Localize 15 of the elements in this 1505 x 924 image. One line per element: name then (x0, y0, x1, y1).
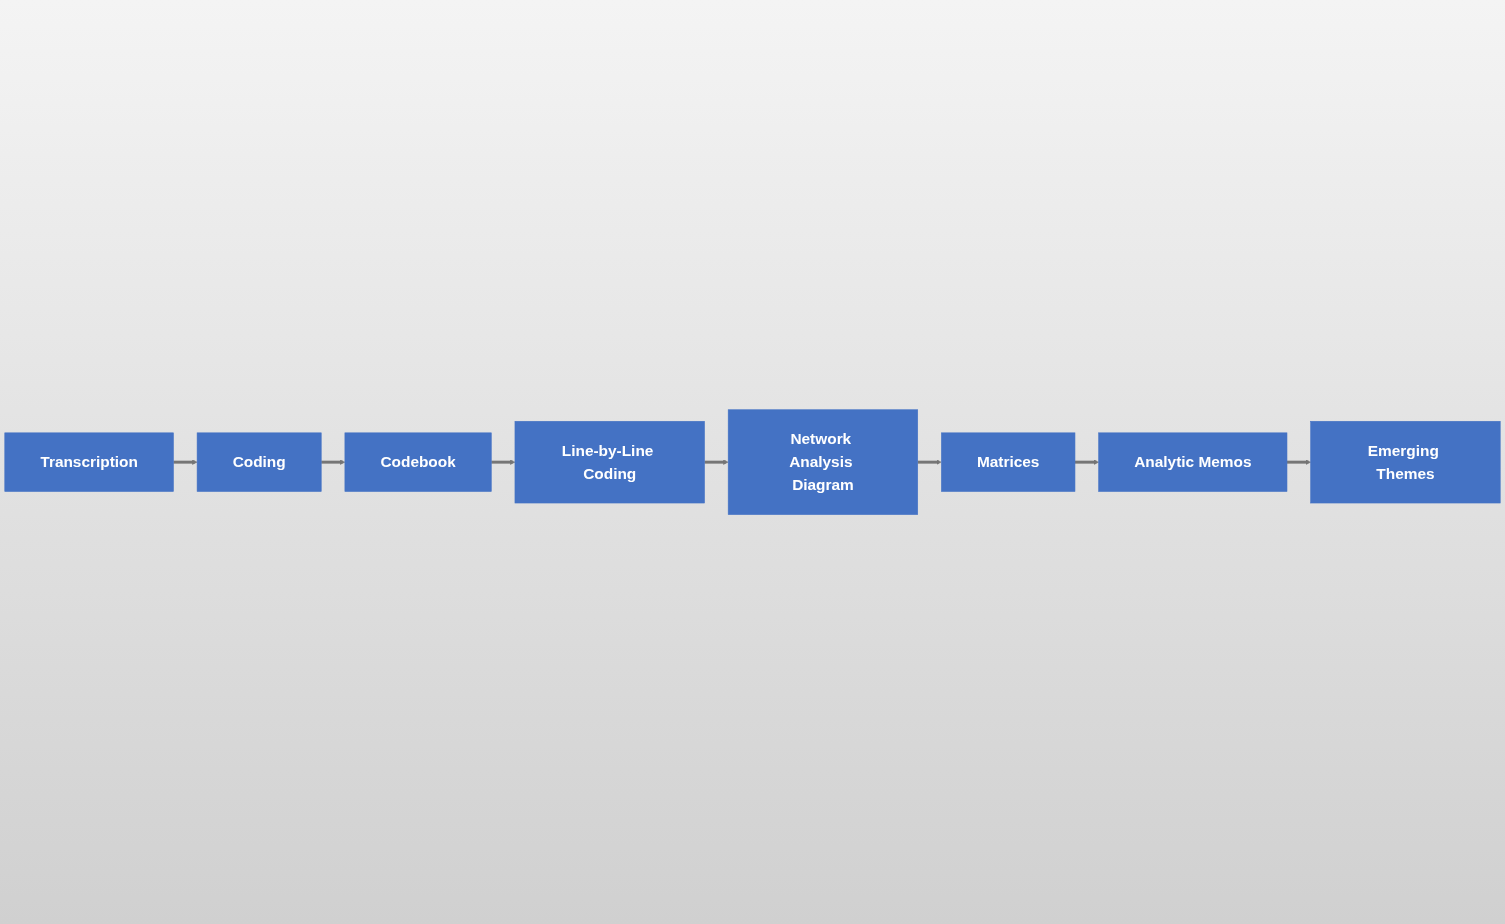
node-box: Coding (196, 432, 322, 492)
node-box: Transcription (4, 432, 174, 492)
node-box: Line-by-Line Coding (514, 420, 705, 504)
arrow (704, 459, 729, 465)
arrow (1287, 459, 1311, 465)
node-box: Network Analysis Diagram (727, 409, 918, 515)
node-box: Emerging Themes (1310, 420, 1501, 504)
arrow (321, 459, 346, 465)
arrow (917, 459, 942, 465)
node-box: Matrices (941, 432, 1076, 492)
arrow (491, 459, 516, 465)
node-box: Analytic Memos (1098, 432, 1288, 492)
arrow (1074, 459, 1099, 465)
node-box: Codebook (344, 432, 492, 492)
arrow (173, 459, 198, 465)
